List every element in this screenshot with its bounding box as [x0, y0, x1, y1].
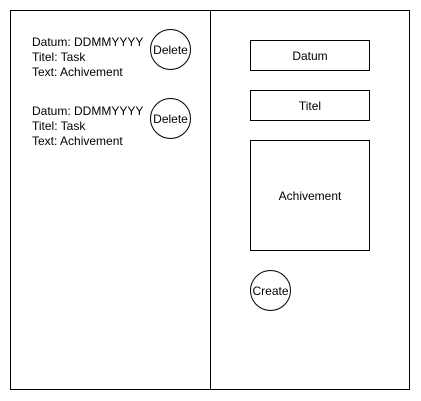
entry-item: Datum: DDMMYYYY Titel: Task Text: Achive… [32, 29, 212, 85]
entry-datum: Datum: DDMMYYYY [32, 104, 144, 118]
entry-details: Datum: DDMMYYYY Titel: Task Text: Achive… [32, 35, 143, 80]
panel-divider [210, 10, 211, 390]
entry-titel: Titel: Task [32, 119, 86, 133]
entry-text: Text: Achivement [32, 65, 123, 79]
achievement-field[interactable]: Achivement [250, 140, 370, 251]
delete-button[interactable]: Delete [150, 98, 191, 139]
entry-details: Datum: DDMMYYYY Titel: Task Text: Achive… [32, 104, 143, 149]
delete-button[interactable]: Delete [150, 29, 191, 70]
entry-item: Datum: DDMMYYYY Titel: Task Text: Achive… [32, 98, 212, 154]
create-button[interactable]: Create [250, 270, 291, 311]
entry-datum: Datum: DDMMYYYY [32, 35, 144, 49]
entry-titel: Titel: Task [32, 50, 86, 64]
datum-field[interactable]: Datum [250, 40, 370, 71]
titel-field[interactable]: Titel [250, 90, 370, 121]
entry-text: Text: Achivement [32, 134, 123, 148]
